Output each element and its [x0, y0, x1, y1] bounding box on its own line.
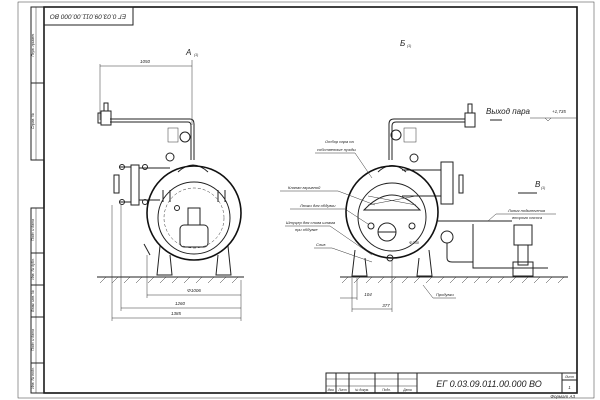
- label-second-pump-1: Линия подключения: [507, 208, 546, 213]
- label-blowdown-hatches: Лючки для обдувки: [299, 203, 336, 208]
- label-steam-own-needs-1: Отбор пара на: [325, 139, 354, 144]
- view-a-scale: (1): [194, 53, 198, 57]
- stamp-first-use: Перв. примен.: [31, 33, 35, 56]
- drawing-frame: [43, 6, 578, 394]
- steam-out-label: Выход пара: [486, 107, 531, 116]
- view-v-label: В: [535, 180, 541, 189]
- label-drain-fitting-1: Штуцер для слива шлама: [286, 220, 336, 225]
- stamp-orig-inv: Инв. № подл.: [31, 367, 35, 389]
- label-drain-fitting-2: при обдувке: [295, 227, 318, 232]
- dims-right: 104 377: [340, 260, 393, 312]
- door-diameter: Φ350: [409, 240, 420, 245]
- sheet-number: 1: [568, 385, 571, 390]
- pump-motor: [513, 224, 533, 246]
- doc-code: ЕГ 0.03.09.011.00.000 ВО: [436, 379, 542, 389]
- format-label: Формат А3: [550, 394, 575, 399]
- ground-hatch-left: [99, 276, 239, 284]
- label-explosion-valve: Клапан взрывной: [288, 185, 321, 190]
- pump-gauge-icon: [440, 230, 454, 244]
- tb-header-sheet: Лист: [337, 388, 347, 392]
- view-b-boiler: Б (1) Φ350: [345, 39, 548, 277]
- rotated-doc-code: ЕГ 0.03.09.011.00.000 ВО: [50, 12, 126, 19]
- view-b-label: Б: [400, 39, 405, 48]
- ground-hatch-right: [341, 276, 565, 284]
- label-purge: Продувки: [436, 292, 454, 297]
- annotations: Выход пара +1,735 В (1) Отбор пара на со…: [280, 107, 577, 299]
- dim-1050: 1050: [140, 59, 151, 64]
- stamp-repl-inv: Взам. инв. №: [31, 290, 35, 312]
- side-stamp: Перв. примен. Справ. № Подп. и дата Инв.…: [30, 6, 45, 394]
- tb-header-docno: № докум.: [355, 388, 369, 392]
- view-v-scale: (1): [541, 186, 545, 190]
- title-block: Изм. Лист № докум. Подп. Дата ЕГ 0.03.09…: [325, 372, 578, 399]
- tb-header-date: Дата: [402, 388, 412, 392]
- view-b-scale: (1): [407, 44, 411, 48]
- stamp-sign-date-1: Подп. и дата: [31, 219, 35, 241]
- stamp-sign-date-2: Подп. и дата: [31, 329, 35, 351]
- dim-104: 104: [364, 292, 372, 297]
- tb-header-sign: Подп.: [382, 388, 391, 392]
- stamp-dup-inv: Инв. № дубл.: [31, 258, 35, 280]
- dim-1385: 1385: [171, 311, 182, 316]
- dim-diameter-1006: Φ1006: [187, 288, 201, 293]
- label-drain: Слив: [316, 242, 325, 247]
- pressure-gauge-icon: [179, 131, 191, 143]
- tb-header-change: Изм.: [328, 388, 335, 392]
- dim-1260: 1260: [175, 301, 186, 306]
- sheet-label: Лист: [564, 375, 574, 379]
- level-mark: +1,735: [552, 109, 566, 114]
- rotated-code-box: ЕГ 0.03.09.011.00.000 ВО: [43, 6, 134, 26]
- stamp-ref-no: Справ. №: [31, 113, 35, 129]
- view-a-boiler: А (1) 1050: [97, 48, 242, 276]
- dims-left: Φ1006 1260 1385: [111, 205, 242, 321]
- dim-377: 377: [382, 303, 390, 308]
- sheet-edge: [17, 1, 595, 399]
- view-a-label: А: [185, 48, 191, 57]
- label-second-pump-2: второго насоса: [512, 215, 543, 220]
- label-steam-own-needs-2: собственные нужды: [317, 147, 356, 152]
